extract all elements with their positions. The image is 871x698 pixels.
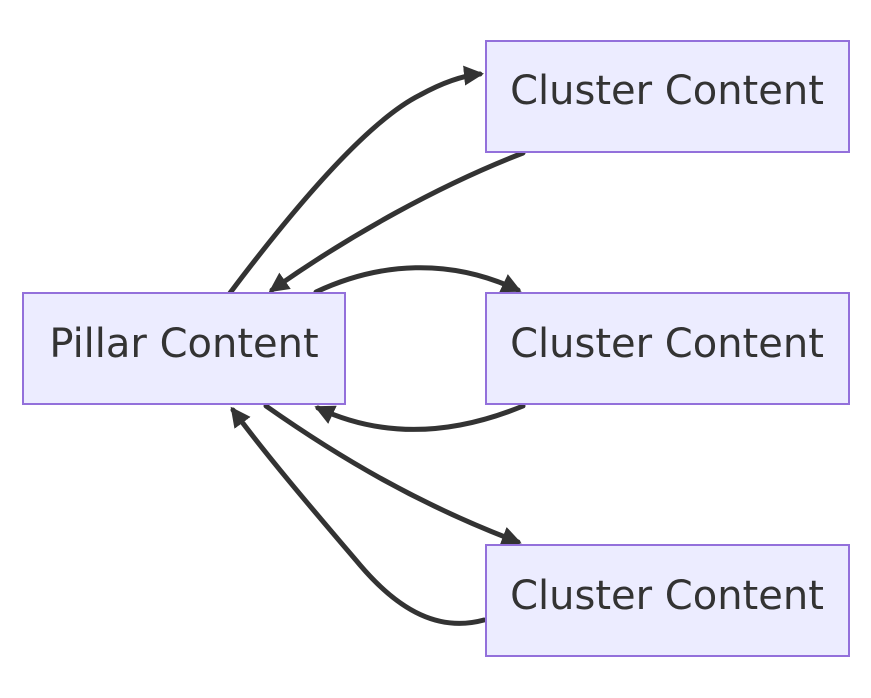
node-cluster2-label: Cluster Content: [510, 321, 824, 367]
node-cluster1-label: Cluster Content: [510, 68, 824, 114]
node-cluster-content-1: Cluster Content: [485, 40, 850, 153]
nodes-layer: Pillar Content Cluster Content Cluster C…: [22, 40, 850, 657]
edge-pillar-to-cluster1: [227, 65, 484, 296]
edges-layer: [227, 65, 526, 626]
edge-pillar-to-cluster3: [263, 403, 522, 546]
edge-pillar-to-cluster2: [313, 265, 522, 295]
node-cluster1-box: [485, 40, 850, 153]
node-pillar-label: Pillar Content: [49, 321, 318, 367]
edge-cluster3-to-pillar: [230, 406, 487, 626]
node-cluster2-box: [485, 292, 850, 405]
node-cluster3-box: [485, 544, 850, 657]
node-pillar-box: [22, 292, 346, 405]
node-cluster-content-2: Cluster Content: [485, 292, 850, 405]
node-cluster-content-3: Cluster Content: [485, 544, 850, 657]
node-pillar-content: Pillar Content: [22, 292, 346, 405]
edge-cluster1-to-pillar: [268, 150, 526, 293]
edge-cluster2-to-pillar: [314, 403, 526, 432]
node-cluster3-label: Cluster Content: [510, 573, 824, 619]
